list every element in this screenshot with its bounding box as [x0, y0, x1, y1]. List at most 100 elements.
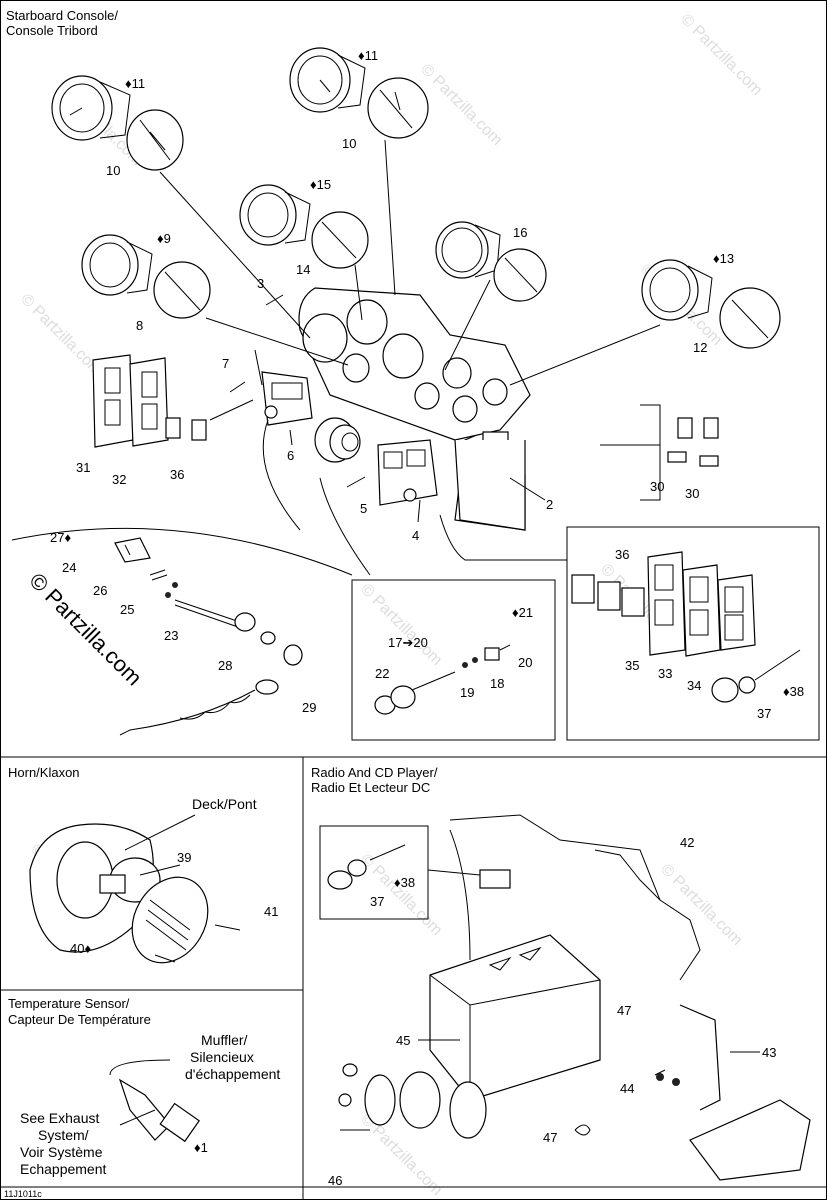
panel-title-temperature-1: Temperature Sensor/ — [8, 996, 130, 1011]
annotation-exhaust-4: Echappement — [20, 1161, 107, 1177]
gauge-12 — [641, 259, 781, 349]
callout-38: ♦38 — [394, 875, 415, 890]
callouts: 10 ♦11 10 ♦11 ♦15 14 ♦9 8 16 ♦13 12 3 7 … — [50, 48, 804, 1188]
callout-20: 20 — [518, 655, 532, 670]
callout-43: 43 — [762, 1045, 776, 1060]
panel-title-temperature-2: Capteur De Température — [8, 1012, 151, 1027]
knob-6 — [314, 417, 361, 463]
callout-41: 41 — [264, 904, 278, 919]
callout-47: 47 — [617, 1003, 631, 1018]
detail-box-switches — [566, 526, 820, 741]
callout-6: 6 — [287, 448, 294, 463]
switches-30 — [667, 417, 719, 467]
bracket-30 — [640, 404, 661, 501]
callout-21: ♦21 — [512, 605, 533, 620]
callout-16: 16 — [513, 225, 527, 240]
callout-2: 2 — [546, 497, 553, 512]
detail-box-left-line — [11, 527, 353, 576]
panel-title-starboard-1: Starboard Console/ — [6, 8, 118, 23]
callout-23: 23 — [164, 628, 178, 643]
callout-9: ♦9 — [157, 231, 171, 246]
callout-18: 18 — [490, 676, 504, 691]
panel-title-radio-1: Radio And CD Player/ — [311, 765, 438, 780]
callout-39: 39 — [177, 850, 191, 865]
annotation-muffler-3: d'échappement — [185, 1066, 280, 1082]
callout-45: 45 — [396, 1033, 410, 1048]
watermark: © Partzilla.com — [17, 291, 105, 379]
screws — [229, 294, 366, 488]
callout-44: 44 — [620, 1081, 634, 1096]
callout-10: 10 — [106, 163, 120, 178]
panel-title-starboard-2: Console Tribord — [6, 23, 98, 38]
panel-title-horn: Horn/Klaxon — [8, 765, 80, 780]
callout-37: 37 — [370, 894, 384, 909]
watermark: © Partzilla.com — [357, 581, 445, 669]
callout-40: 40♦ — [70, 941, 91, 956]
callout-25: 25 — [120, 602, 134, 617]
callout-1: ♦1 — [194, 1140, 208, 1155]
callout-37: 37 — [757, 706, 771, 721]
detail-box-radio — [319, 825, 429, 920]
callout-36: 36 — [170, 467, 184, 482]
watermark: © Partzilla.com — [657, 861, 745, 949]
callout-19: 19 — [460, 685, 474, 700]
leader-lines-bottom — [418, 869, 760, 1076]
horn-drawing — [29, 814, 241, 964]
callout-33: 33 — [658, 666, 672, 681]
callout-3: 3 — [257, 276, 264, 291]
callout-35: 35 — [625, 658, 639, 673]
callout-30: 30 — [650, 479, 664, 494]
callout-12: 12 — [693, 340, 707, 355]
diagram-code: 11J1011c — [4, 1189, 42, 1199]
callout-24: 24 — [62, 560, 76, 575]
callout-8: 8 — [136, 318, 143, 333]
switch-detail — [571, 551, 801, 703]
callout-11: ♦11 — [358, 48, 378, 63]
annotation-deck: Deck/Pont — [192, 796, 257, 812]
callout-42: 42 — [680, 835, 694, 850]
harness-23 — [174, 599, 256, 632]
callout-34: 34 — [687, 678, 701, 693]
callout-14: 14 — [296, 262, 310, 277]
radio-drawing — [327, 814, 811, 1181]
callout-13: ♦13 — [713, 251, 734, 266]
callout-32: 32 — [112, 472, 126, 487]
parts-28-29 — [119, 631, 303, 736]
callout-5: 5 — [360, 501, 367, 516]
callout-31: 31 — [76, 460, 90, 475]
bezel-16 — [435, 221, 547, 302]
callout-30: 30 — [685, 486, 699, 501]
watermark-large: © Partzilla.com — [24, 568, 147, 691]
gauge-14 — [239, 184, 369, 269]
gauge-8 — [81, 234, 211, 319]
gauge-10-right — [289, 47, 429, 139]
watermark: © Partzilla.com — [677, 11, 765, 99]
callout-15: ♦15 — [310, 177, 331, 192]
leader-lines — [159, 139, 661, 576]
panel-title-radio-2: Radio Et Lecteur DC — [311, 780, 430, 795]
console-panel-2 — [298, 287, 531, 531]
callout-46: 46 — [328, 1173, 342, 1188]
bezel-6 — [261, 371, 313, 426]
callout-47: 47 — [543, 1130, 557, 1145]
callout-36: 36 — [615, 547, 629, 562]
callout-11: ♦11 — [125, 76, 145, 91]
annotation-muffler-1: Muffler/ — [201, 1032, 248, 1048]
callout-10: 10 — [342, 136, 356, 151]
annotation-exhaust-2: System/ — [38, 1127, 89, 1143]
annotation-muffler-2: Silencieux — [190, 1049, 254, 1065]
gauge-10-left — [51, 75, 184, 171]
callout-27: 27♦ — [50, 530, 71, 545]
detail-box-pump — [351, 579, 556, 741]
annotation-exhaust-3: Voir Système — [20, 1144, 103, 1160]
callout-26: 26 — [93, 583, 107, 598]
bezel-4 — [377, 439, 438, 506]
pump-detail — [374, 644, 511, 715]
watermark: © Partzilla.com — [357, 1111, 445, 1199]
switch-plates-31-32 — [92, 354, 207, 448]
callout-38: ♦38 — [783, 684, 804, 699]
pins-25-26 — [149, 569, 178, 598]
annotation-exhaust-1: See Exhaust — [20, 1110, 99, 1126]
callout-29: 29 — [302, 700, 316, 715]
